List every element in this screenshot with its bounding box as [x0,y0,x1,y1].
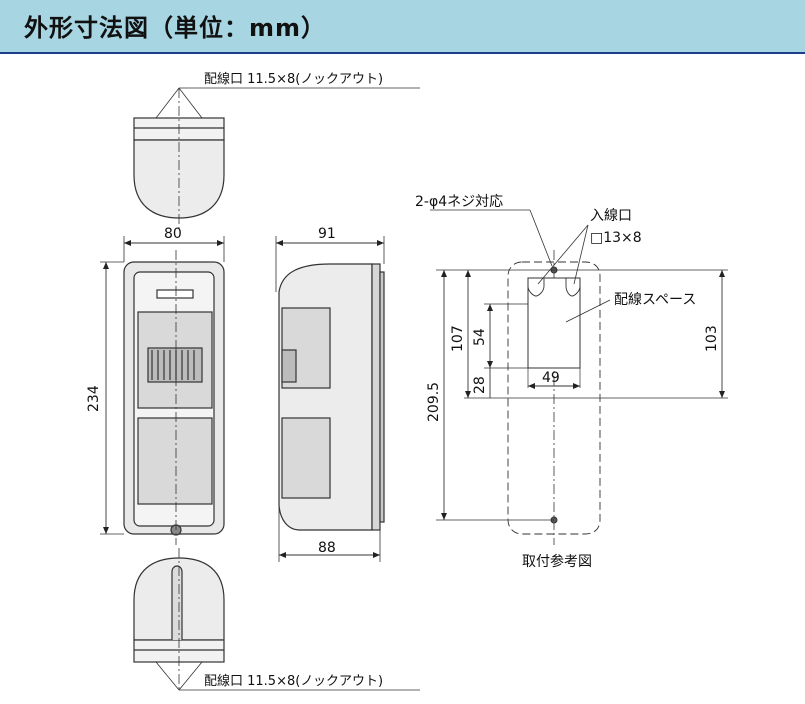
dim-209-5: 209.5 [426,382,442,422]
dim-103: 103 [704,325,720,352]
mount-reference-caption: 取付参考図 [522,553,592,570]
mount-reference [430,209,728,545]
dim-49: 49 [542,370,560,386]
top-view [133,87,420,230]
dim-height: 234 [86,385,102,412]
bottom-view [133,548,420,691]
wiring-bottom-label: 配線口 11.5×8(ノックアウト) [204,673,383,689]
side-view [275,236,385,562]
dim-side-depth-top: 91 [318,226,336,242]
title-bar: 外形寸法図（単位：mm） [0,0,805,52]
wiring-top-label: 配線口 11.5×8(ノックアウト) [204,71,383,87]
front-view [100,236,225,545]
dim-front-width: 80 [164,226,182,242]
dim-side-depth-bottom: 88 [318,540,336,556]
wiring-space-label: 配線スペース [614,292,696,308]
dim-107: 107 [450,325,466,352]
title-underline [0,52,805,54]
page-title: 外形寸法図（単位：mm） [24,14,327,42]
inlet-size-label: □13×8 [590,230,642,246]
dim-54: 54 [472,328,488,346]
inlet-label: 入線口 [590,208,632,224]
screw-label: 2-φ4ネジ対応 [415,194,503,210]
dim-28: 28 [472,376,488,394]
